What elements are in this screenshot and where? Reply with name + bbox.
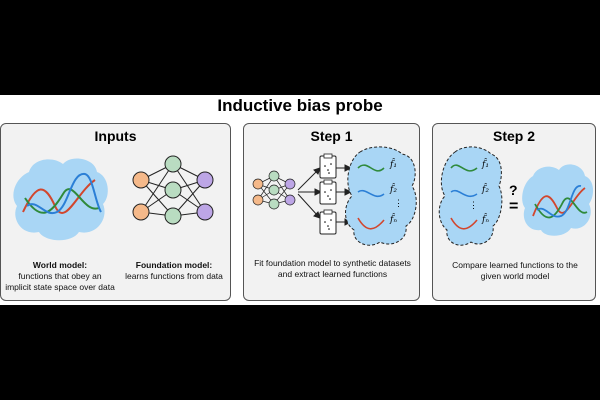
foundation-model-desc: learns functions from data	[125, 271, 223, 281]
input-node	[132, 171, 150, 189]
world-curve-blue	[536, 185, 582, 218]
output-node	[196, 203, 214, 221]
vdots: ⋮	[469, 201, 478, 211]
dataset-clipboard-icon	[319, 209, 337, 235]
step1-panel: Step 1	[243, 123, 420, 301]
foundation-model-label: Foundation model:	[135, 260, 213, 270]
world-model-cloud	[522, 164, 594, 236]
fn-label: f̂ₙ	[482, 215, 489, 225]
question-mark: ?	[509, 182, 518, 198]
world-curve-green	[534, 197, 588, 219]
learned-curve-n	[357, 217, 385, 230]
hidden-node	[164, 181, 182, 199]
input-node	[132, 203, 150, 221]
learned-curve-n	[450, 217, 478, 230]
step2-panel: Step 2 f̂₁ f̂₂ ⋮ f̂ₙ ? = Compare learned…	[432, 123, 596, 301]
inputs-title: Inputs	[94, 128, 137, 144]
step2-desc: Compare learned functions to the given w…	[452, 260, 578, 281]
dataset-clipboard-icon	[319, 153, 337, 179]
world-curve-red	[532, 187, 586, 217]
learned-curve-2	[450, 189, 478, 198]
world-model-caption: World model: functions that obey an impl…	[5, 260, 115, 293]
world-model-label: World model:	[32, 260, 88, 270]
world-model-cloud	[13, 158, 108, 241]
step1-title: Step 1	[310, 128, 353, 144]
hidden-node	[164, 155, 182, 173]
step2-diagram	[438, 146, 594, 246]
f1-label: f̂₁	[390, 160, 397, 170]
figure-title: Inductive bias probe	[217, 96, 383, 115]
f1-label: f̂₁	[482, 160, 489, 170]
output-node	[196, 171, 214, 189]
step1-desc: Fit foundation model to synthetic datase…	[254, 258, 411, 279]
learned-curve-1	[357, 164, 385, 172]
fn-label: f̂ₙ	[390, 215, 397, 225]
world-curve-green	[24, 188, 100, 214]
figure-canvas: Inductive bias probe Inputs	[0, 95, 600, 305]
inputs-panel: Inputs World model: functions tha	[0, 123, 231, 301]
step1-diagram	[252, 146, 417, 246]
step2-title: Step 2	[492, 128, 535, 144]
equals-sign: =	[509, 198, 519, 215]
f2-label: f̂₂	[390, 185, 397, 195]
dataset-clipboard-icon	[319, 179, 337, 205]
f2-label: f̂₂	[482, 185, 489, 195]
foundation-model-caption: Foundation model: learns functions from …	[119, 260, 229, 282]
learned-curve-2	[357, 189, 385, 198]
vdots: ⋮	[394, 199, 403, 209]
arrows	[297, 164, 353, 226]
hidden-node	[164, 207, 182, 225]
foundation-model-network-icon	[132, 155, 214, 225]
world-curve-blue	[26, 173, 102, 215]
world-model-desc: functions that obey an implicit state sp…	[5, 271, 115, 292]
learned-curve-1	[450, 164, 478, 172]
